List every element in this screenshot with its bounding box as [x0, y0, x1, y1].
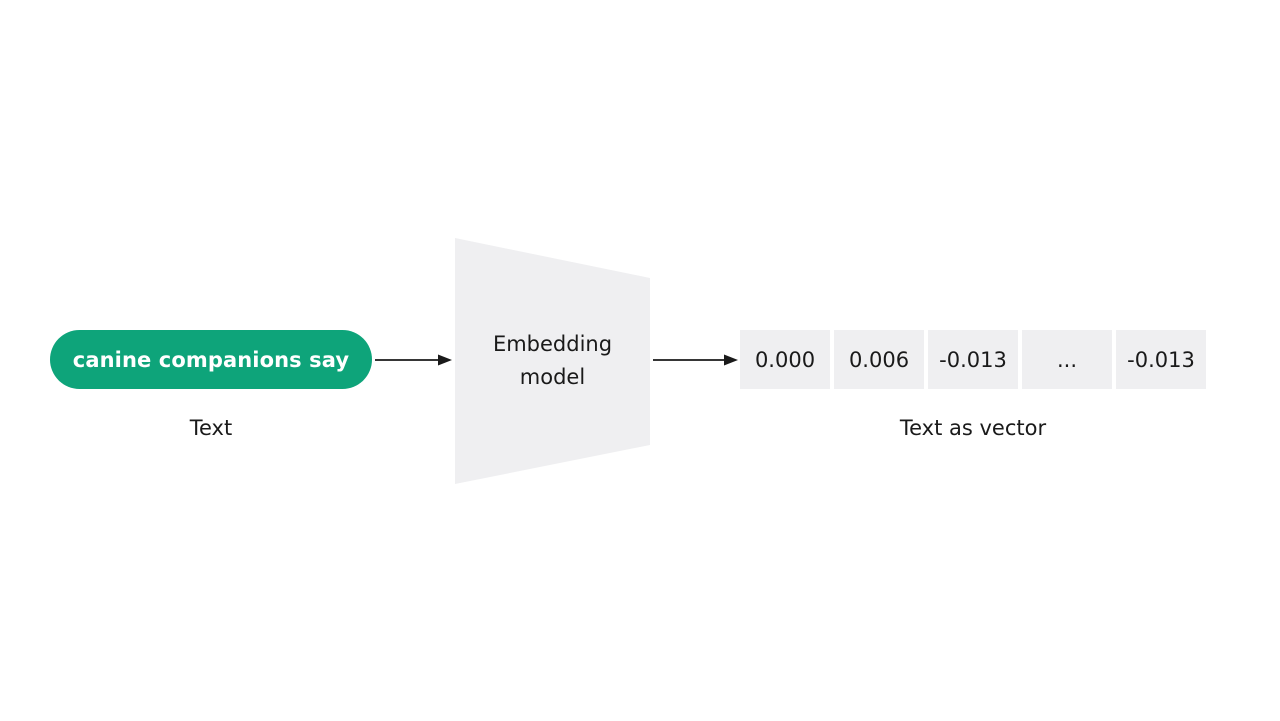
- arrow-text-to-model: [375, 354, 452, 366]
- model-label-line1: Embedding: [492, 332, 613, 356]
- vector-cell: 0.000: [740, 330, 830, 389]
- input-text-pill: canine companions say: [50, 330, 372, 389]
- output-caption: Text as vector: [899, 416, 1047, 440]
- input-caption: Text: [189, 416, 233, 440]
- vector-cell: 0.006: [834, 330, 924, 389]
- arrow-model-to-vector: [653, 354, 738, 366]
- input-text: canine companions say: [72, 347, 350, 372]
- model-label-line2: model: [519, 365, 586, 389]
- embedding-model-label: Embedding model: [455, 328, 650, 394]
- vector-cell: -0.013: [1116, 330, 1206, 389]
- output-vector: 0.000 0.006 -0.013 ... -0.013: [740, 330, 1206, 389]
- embedding-model-trapezoid: [455, 238, 650, 484]
- vector-cell-ellipsis: ...: [1022, 330, 1112, 389]
- vector-cell: -0.013: [928, 330, 1018, 389]
